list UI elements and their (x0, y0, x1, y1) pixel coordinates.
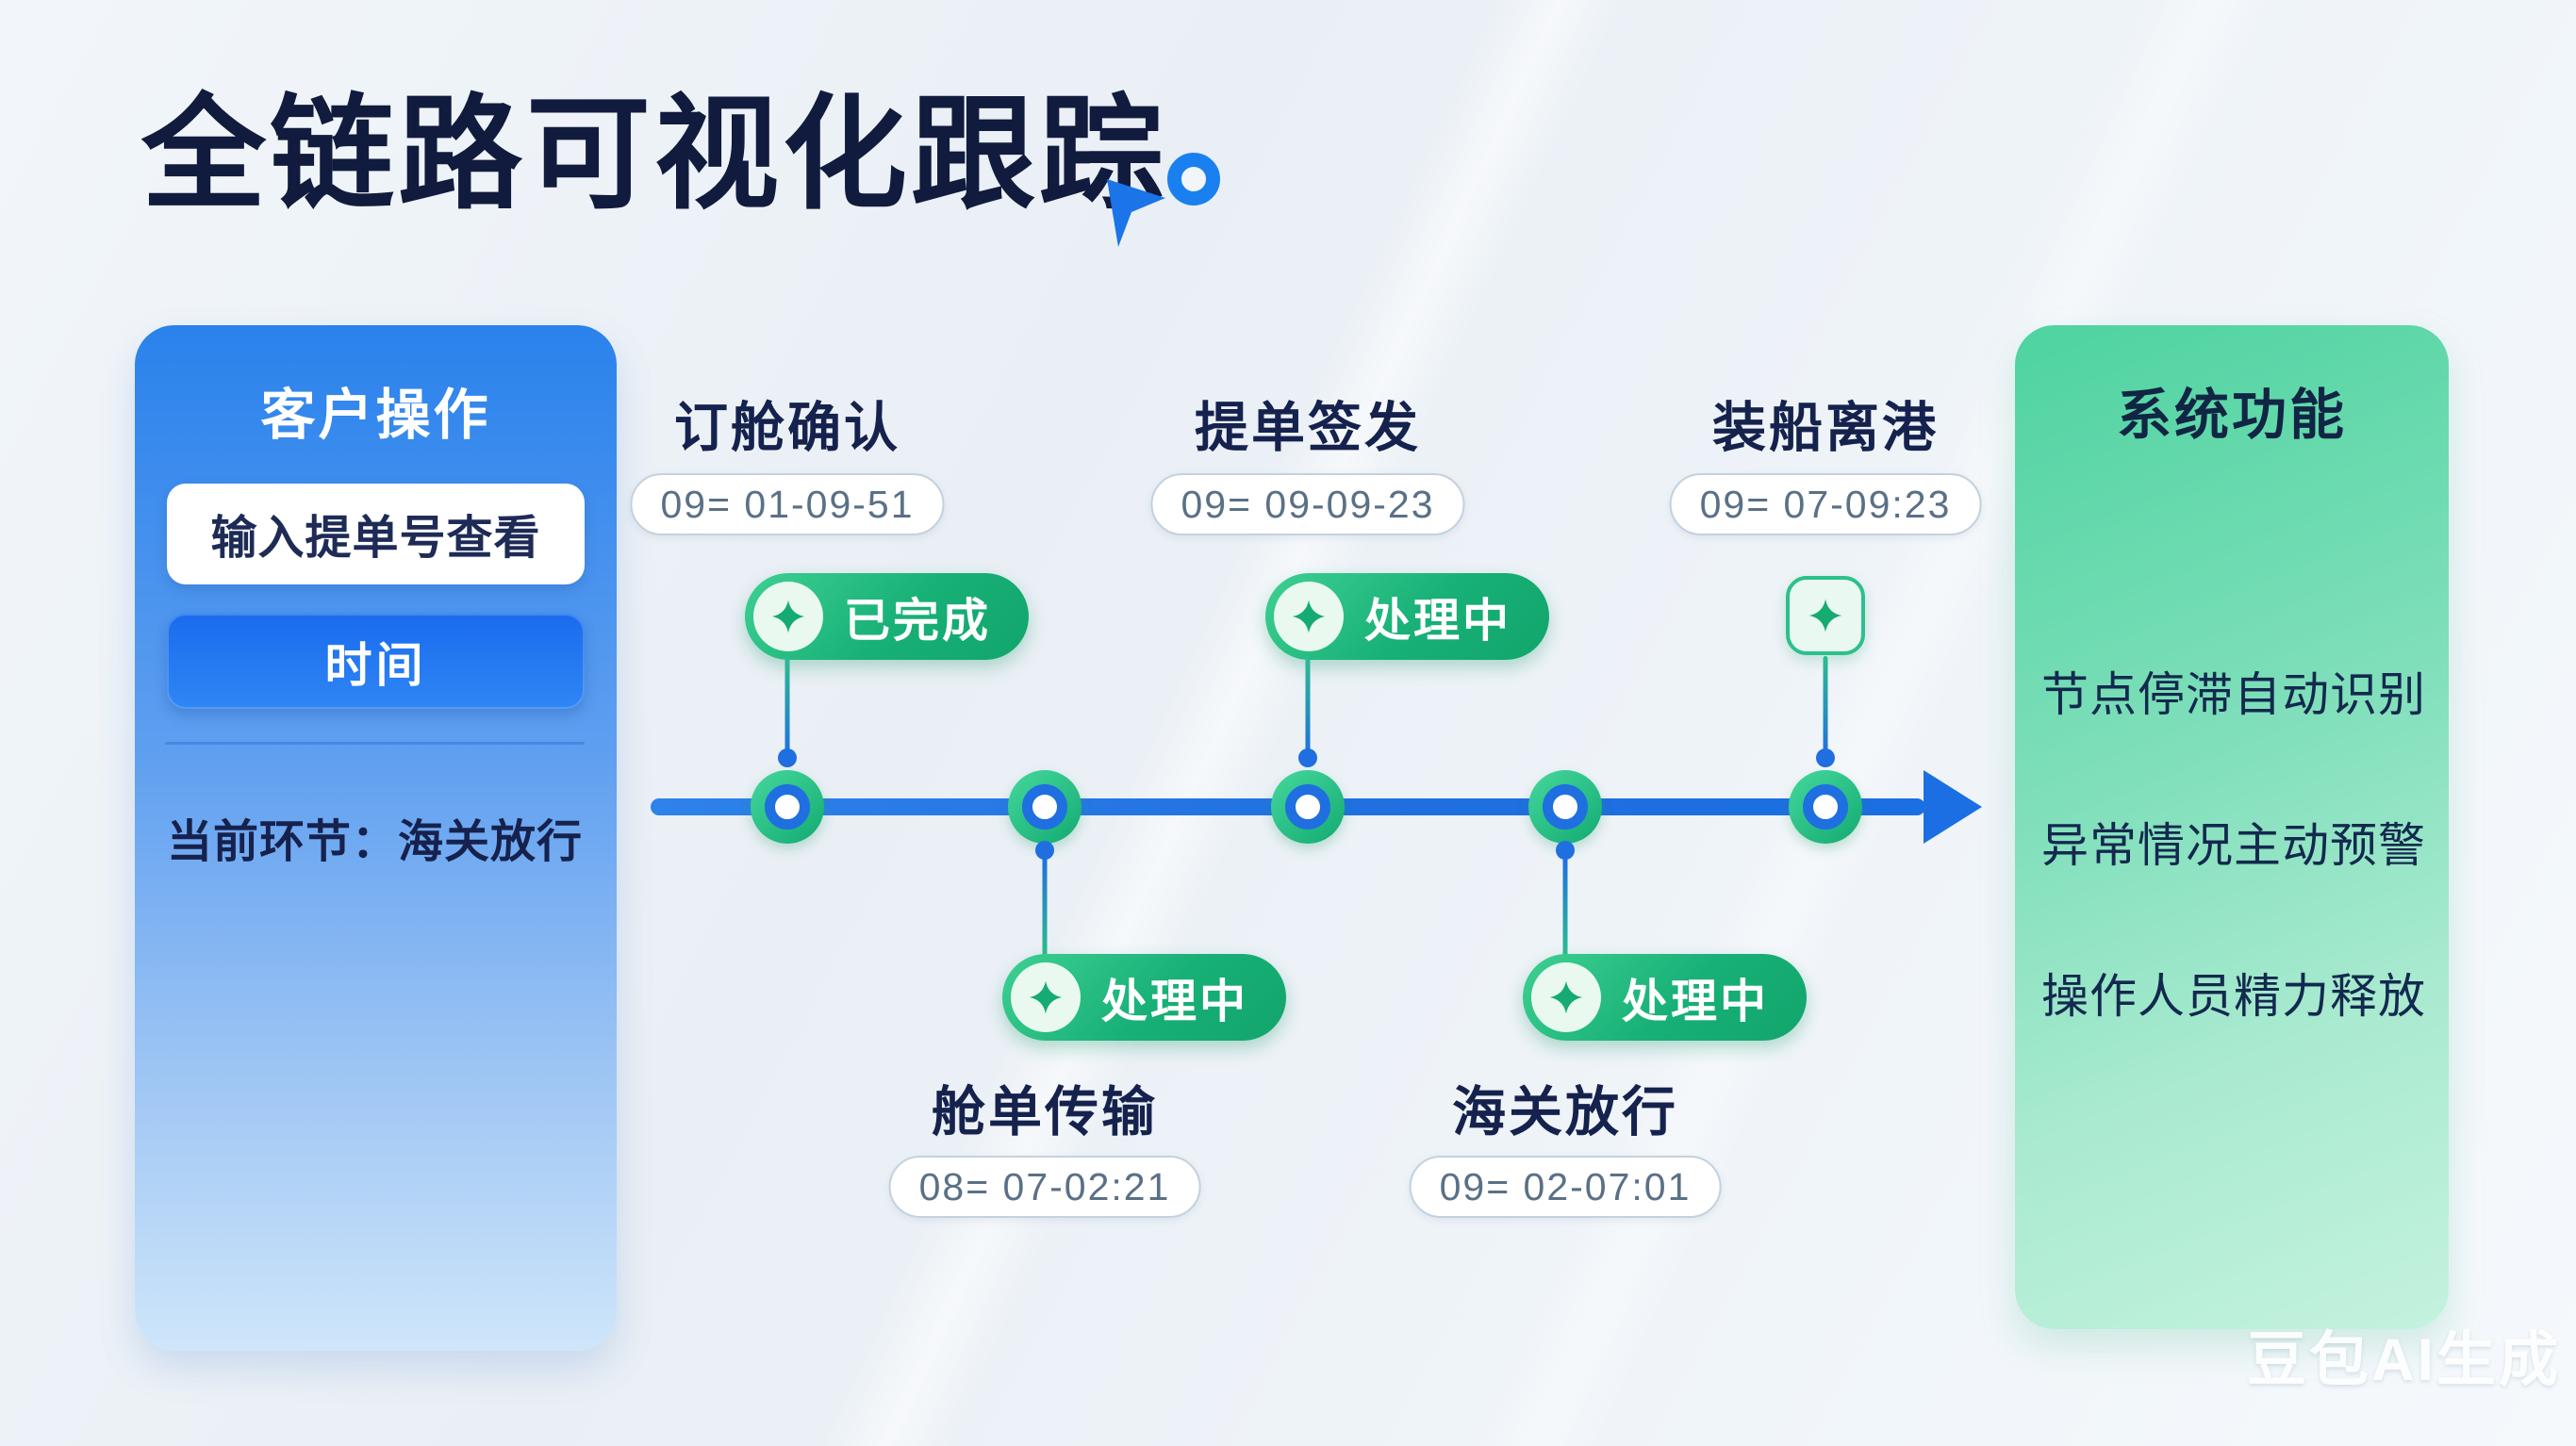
title-ring-icon (1167, 153, 1220, 205)
system-feature-item: 操作人员精力释放 (2041, 970, 2426, 1023)
connector-dot (1816, 748, 1835, 767)
system-feature-item: 节点停滞自动识别 (2041, 668, 2426, 721)
connector-dot (778, 748, 797, 767)
timeline-node-marker (1271, 770, 1345, 844)
node-timestamp: 09= 09-09-23 (1150, 473, 1465, 535)
status-label: 处理中 (1101, 976, 1249, 1027)
status-badge: 处理中 (1002, 954, 1287, 1041)
title-arrow-icon (1107, 179, 1165, 247)
system-panel-title: 系统功能 (2116, 385, 2347, 446)
pending-status-badge (1786, 576, 1865, 655)
sparkle-icon (1808, 599, 1842, 633)
connector-line (1562, 857, 1568, 956)
connector-line (1042, 857, 1048, 956)
connector-line (784, 656, 790, 756)
panel-divider (165, 742, 585, 745)
current-step-label: 当前环节：海关放行 (167, 817, 584, 867)
node-label: 订舱确认 (674, 398, 900, 458)
connector-dot (1556, 841, 1575, 860)
customer-panel: 客户操作 输入提单号查看 时间 当前环节：海关放行 (135, 325, 617, 1351)
status-badge: 处理中 (1523, 954, 1808, 1041)
system-panel: 系统功能 节点停滞自动识别 异常情况主动预警 操作人员精力释放 (2015, 325, 2449, 1329)
page-title: 全链路可视化跟踪 (141, 85, 1167, 223)
timeline-node-marker (751, 770, 824, 844)
node-timestamp: 09= 02-07:01 (1409, 1156, 1722, 1218)
timeline-node-marker (1789, 770, 1862, 844)
status-badge: 处理中 (1265, 573, 1550, 660)
connector-dot (1298, 748, 1317, 767)
time-button[interactable]: 时间 (167, 614, 585, 709)
status-label: 处理中 (1364, 595, 1512, 647)
timeline-node-marker (1008, 770, 1082, 844)
connector-line (1305, 656, 1311, 756)
system-feature-item: 异常情况主动预警 (2041, 819, 2426, 872)
timeline-node-marker (1528, 770, 1602, 844)
timeline-arrowhead-icon (1924, 770, 1982, 844)
status-label: 处理中 (1622, 976, 1770, 1027)
sparkle-icon (1531, 962, 1601, 1032)
node-label: 提单签发 (1195, 398, 1421, 458)
status-label: 已完成 (844, 595, 992, 647)
tracking-number-input[interactable]: 输入提单号查看 (167, 484, 585, 584)
status-badge: 已完成 (745, 573, 1030, 660)
sparkle-icon (753, 582, 823, 651)
customer-panel-title: 客户操作 (260, 385, 491, 446)
node-label: 装船离港 (1712, 398, 1939, 458)
sparkle-icon (1011, 962, 1081, 1032)
node-label: 海关放行 (1452, 1082, 1678, 1142)
node-timestamp: 08= 07-02:21 (888, 1156, 1201, 1218)
ai-watermark: 豆包AI生成 (2247, 1327, 2561, 1393)
node-timestamp: 09= 07-09:23 (1669, 473, 1982, 535)
connector-dot (1035, 841, 1054, 860)
node-timestamp: 09= 01-09-51 (630, 473, 945, 535)
connector-line (1823, 656, 1828, 756)
node-label: 舱单传输 (932, 1082, 1158, 1142)
sparkle-icon (1274, 582, 1344, 651)
